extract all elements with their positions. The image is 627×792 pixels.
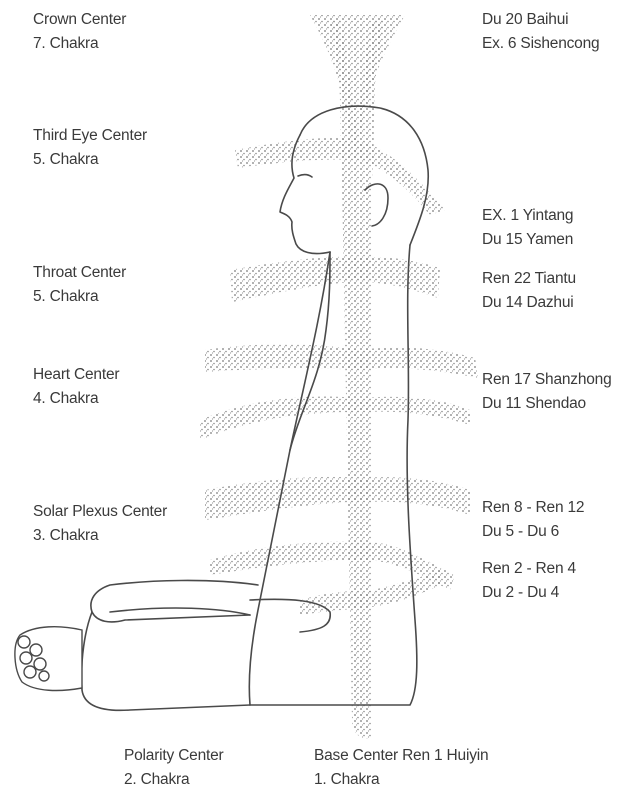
label-line: Throat Center: [33, 261, 126, 285]
label-crown-center: Crown Center 7. Chakra: [33, 8, 126, 56]
chakra-branches: [200, 138, 478, 615]
label-line: Ren 17 Shanzhong: [482, 368, 612, 392]
label-ren22-tiantu: Ren 22 Tiantu Du 14 Dazhui: [482, 267, 576, 315]
label-line: Du 2 - Du 4: [482, 581, 576, 605]
label-ren8-ren12: Ren 8 - Ren 12 Du 5 - Du 6: [482, 496, 584, 544]
label-third-eye-center: Third Eye Center 5. Chakra: [33, 124, 147, 172]
label-line: Ex. 6 Sishencong: [482, 32, 599, 56]
label-polarity-center: Polarity Center 2. Chakra: [124, 744, 224, 792]
label-line: Ren 22 Tiantu: [482, 267, 576, 291]
energy-channel: [310, 15, 405, 738]
label-line: Ren 8 - Ren 12: [482, 496, 584, 520]
label-line: 2. Chakra: [124, 768, 224, 792]
branch-third-eye: [235, 138, 445, 215]
label-line: 7. Chakra: [33, 32, 126, 56]
label-line: Heart Center: [33, 363, 119, 387]
label-solar-plexus-center: Solar Plexus Center 3. Chakra: [33, 500, 167, 548]
label-line: Polarity Center: [124, 744, 224, 768]
label-line: 4. Chakra: [33, 387, 119, 411]
label-line: Du 11 Shendao: [482, 392, 612, 416]
label-line: Third Eye Center: [33, 124, 147, 148]
label-ren2-ren4: Ren 2 - Ren 4 Du 2 - Du 4: [482, 557, 576, 605]
branch-heart-lower: [200, 397, 470, 440]
label-line: 5. Chakra: [33, 148, 147, 172]
label-heart-center: Heart Center 4. Chakra: [33, 363, 119, 411]
label-line: Solar Plexus Center: [33, 500, 167, 524]
label-base-center: Base Center Ren 1 Huiyin 1. Chakra: [314, 744, 488, 792]
label-line: Du 20 Baihui: [482, 8, 599, 32]
label-ren17-shanzhong: Ren 17 Shanzhong Du 11 Shendao: [482, 368, 612, 416]
label-du20-baihui: Du 20 Baihui Ex. 6 Sishencong: [482, 8, 599, 56]
label-line: Crown Center: [33, 8, 126, 32]
label-line: Du 15 Yamen: [482, 228, 573, 252]
branch-solar: [205, 477, 470, 520]
label-line: Ren 2 - Ren 4: [482, 557, 576, 581]
foot-illustration: [15, 627, 82, 691]
label-line: Du 5 - Du 6: [482, 520, 584, 544]
label-line: Du 14 Dazhui: [482, 291, 576, 315]
label-line: EX. 1 Yintang: [482, 204, 573, 228]
label-line: 5. Chakra: [33, 285, 126, 309]
label-ex1-yintang: EX. 1 Yintang Du 15 Yamen: [482, 204, 573, 252]
label-line: 3. Chakra: [33, 524, 167, 548]
label-throat-center: Throat Center 5. Chakra: [33, 261, 126, 309]
branch-heart: [205, 344, 478, 378]
label-line: Base Center Ren 1 Huiyin: [314, 744, 488, 768]
label-line: 1. Chakra: [314, 768, 488, 792]
